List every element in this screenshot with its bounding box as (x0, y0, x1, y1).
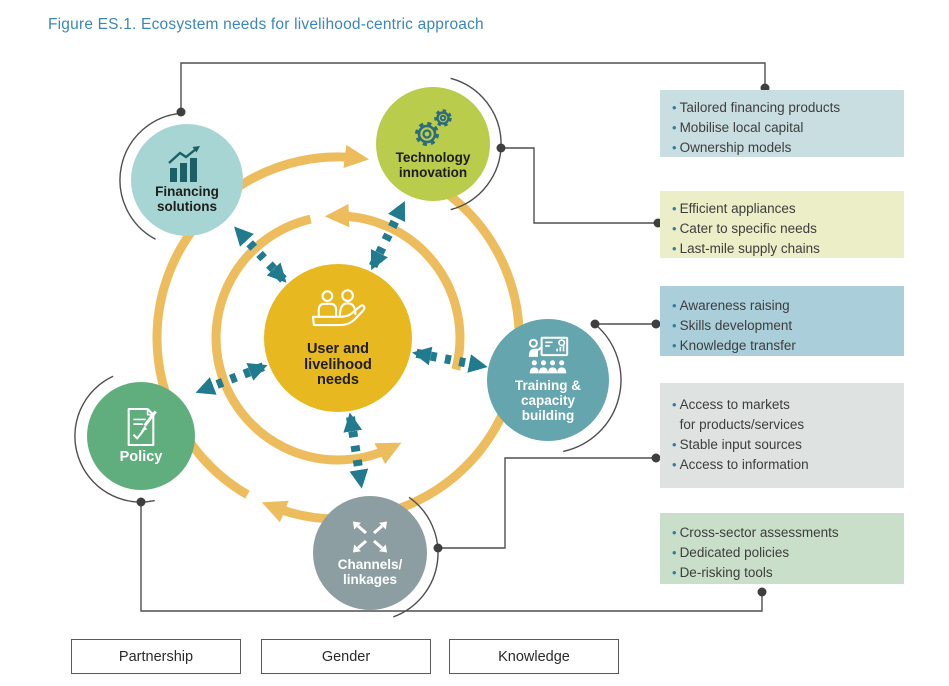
center-channels-dashed-arrow (343, 412, 369, 489)
channels-bracket-arc (393, 496, 439, 618)
connector-dot (136, 497, 146, 507)
needs-exchange-arrows (195, 200, 488, 489)
center-training-dashed-arrow (412, 346, 488, 373)
bullet-icon: • (672, 100, 677, 115)
bullet-icon: • (672, 220, 677, 236)
list-item: •Cater to specific needs (672, 219, 898, 239)
callout-box-training: •Awareness raising •Skills development •… (660, 286, 904, 356)
tag-knowledge: Knowledge (449, 639, 619, 674)
bullet-icon: • (672, 317, 677, 333)
list-item: •Dedicated policies (672, 543, 898, 563)
list-item: •Cross-sector assessments (672, 523, 898, 543)
bullet-icon: • (672, 201, 677, 216)
bar-chart-growth-icon (168, 145, 200, 182)
callout-box-financing: •Tailored financing products •Mobilise l… (660, 90, 904, 157)
policy-document-icon (127, 407, 157, 446)
connector-dot (651, 453, 661, 463)
circle-label: Policy (119, 448, 163, 465)
linkage-arrows-icon (353, 521, 387, 553)
connector-dots (136, 83, 770, 597)
training-presentation-icon (528, 336, 569, 374)
figure-title: Figure ES.1. Ecosystem needs for livelih… (48, 16, 484, 33)
circle-label: Financing solutions (155, 183, 219, 214)
list-item: •Last-mile supply chains (672, 239, 898, 259)
circle-label: Technology innovation (395, 149, 471, 180)
list-item: •Stable input sources (672, 435, 898, 455)
bullet-icon: • (672, 119, 677, 135)
connector-dot (757, 587, 767, 597)
list-item: •Awareness raising (672, 296, 898, 316)
list-item: •Mobilise local capital (672, 118, 898, 138)
tag-partnership: Partnership (71, 639, 241, 674)
circle-label: Training & capacity building (514, 378, 581, 423)
list-item: •Skills development (672, 316, 898, 336)
list-item: •Efficient appliances (672, 199, 898, 219)
channels-leader-line (438, 457, 656, 549)
center-policy-dashed-arrow (195, 362, 268, 396)
circle-technology-innovation: Technology innovation (376, 87, 490, 201)
financing-bracket-arc (119, 112, 182, 240)
bullet-icon: • (672, 397, 677, 412)
circle-channels-linkages: Channels/ linkages (313, 496, 427, 610)
center-technology-dashed-arrow (369, 200, 407, 271)
training-bracket-arc (563, 323, 622, 453)
circle-label: User and livelihood needs (304, 340, 372, 389)
bullet-icon: • (672, 240, 677, 256)
financing-leader-line (180, 62, 766, 112)
list-item: •Knowledge transfer (672, 336, 898, 356)
circle-training-capacity-building: Training & capacity building (487, 319, 609, 441)
bullet-icon: • (672, 139, 677, 155)
bullet-icon: • (672, 544, 677, 560)
connector-dot (433, 543, 443, 553)
list-item: •Access to markets for products/services (672, 397, 805, 432)
policy-leader-line (140, 502, 763, 612)
connector-dot (496, 143, 506, 153)
list-item: •Tailored financing products (672, 98, 898, 118)
tag-gender: Gender (261, 639, 431, 674)
gears-icon (415, 108, 452, 146)
circle-user-livelihood-needs: User and livelihood needs (264, 264, 412, 412)
callout-box-channels: •Access to markets for products/services… (660, 383, 904, 488)
people-in-hand-icon (311, 288, 366, 326)
bullet-icon: • (672, 337, 677, 353)
list-item: •Access to information (672, 455, 898, 475)
list-item: •De-risking tools (672, 563, 898, 583)
bullet-icon: • (672, 298, 677, 313)
list-item: •Ownership models (672, 138, 898, 158)
bullet-icon: • (672, 525, 677, 540)
bullet-icon: • (672, 456, 677, 472)
connector-dot (590, 319, 600, 329)
circle-financing-solutions: Financing solutions (131, 124, 243, 236)
circle-label: Channels/ linkages (337, 556, 403, 587)
callout-box-technology: •Efficient appliances •Cater to specific… (660, 191, 904, 258)
connector-dot (651, 319, 661, 329)
policy-bracket-arc (74, 375, 155, 503)
technology-leader-line (501, 147, 658, 224)
callout-box-policy: •Cross-sector assessments •Dedicated pol… (660, 513, 904, 584)
circle-policy: Policy (87, 382, 195, 490)
callout-connectors (74, 62, 766, 618)
inner-ring-arc-top (324, 203, 465, 371)
connector-dot (176, 107, 186, 117)
center-financing-dashed-arrow (233, 226, 287, 283)
bullet-icon: • (672, 564, 677, 580)
bullet-icon: • (672, 436, 677, 452)
